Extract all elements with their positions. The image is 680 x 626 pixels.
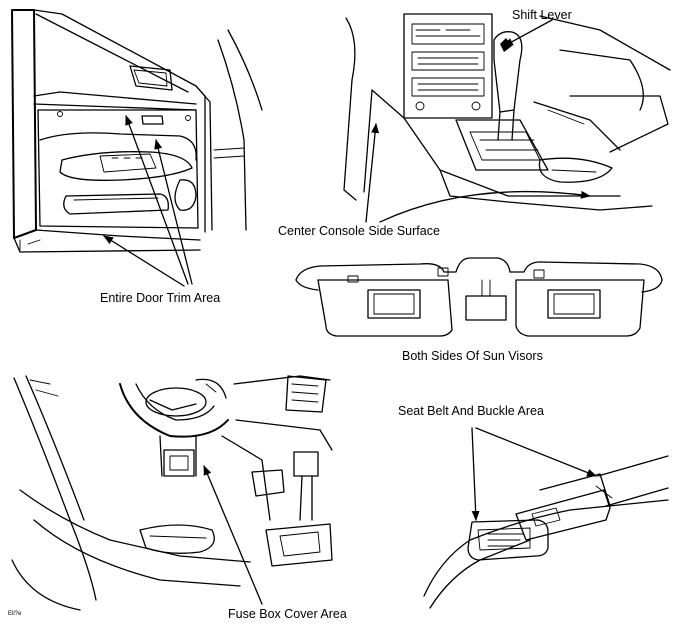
shift-lever-label: Shift Lever <box>512 8 572 22</box>
center-console-label: Center Console Side Surface <box>278 224 440 238</box>
fuse-box-label: Fuse Box Cover Area <box>228 607 347 621</box>
door-trim-illustration <box>11 9 263 253</box>
seat-belt-illustration <box>423 455 669 609</box>
door-trim-arrows <box>103 115 193 287</box>
sun-visors-label: Both Sides Of Sun Visors <box>402 349 543 363</box>
fuse-box-illustration <box>11 375 333 611</box>
door-trim-label: Entire Door Trim Area <box>100 291 221 305</box>
console-illustration <box>343 13 671 211</box>
sun-visor-illustration <box>295 257 663 337</box>
seat-belt-arrows <box>471 427 597 521</box>
console-arrows <box>365 19 591 223</box>
corner-code-label: Ell?e <box>8 611 22 617</box>
seat-belt-label: Seat Belt And Buckle Area <box>398 404 544 418</box>
fuse-box-arrow <box>203 465 263 605</box>
